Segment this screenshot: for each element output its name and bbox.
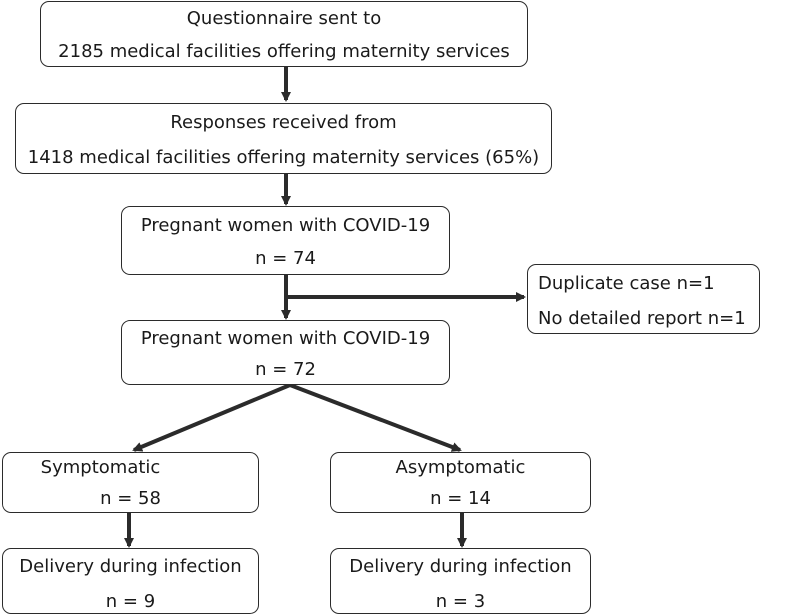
delivery-symptomatic-box: Delivery during infection n = 9 [2, 548, 259, 614]
delivery-symptomatic-count: n = 9 [105, 591, 156, 612]
asymptomatic-box: Asymptomatic n = 14 [330, 452, 591, 513]
pregnant-74-title: Pregnant women with COVID-19 [140, 215, 431, 236]
responses-line1: Responses received from [170, 112, 397, 133]
symptomatic-count: n = 58 [100, 488, 161, 509]
excluded-no-report: No detailed report n=1 [538, 308, 746, 329]
questionnaire-box: Questionnaire sent to 2185 medical facil… [40, 1, 528, 67]
delivery-asymptomatic-label: Delivery during infection [349, 556, 572, 577]
symptomatic-box: Symptomatic n = 58 [2, 452, 259, 513]
pregnant-72-box: Pregnant women with COVID-19 n = 72 [121, 320, 450, 385]
delivery-symptomatic-label: Delivery during infection [19, 556, 242, 577]
delivery-asymptomatic-box: Delivery during infection n = 3 [330, 548, 591, 614]
pregnant-72-title: Pregnant women with COVID-19 [140, 328, 431, 349]
delivery-asymptomatic-count: n = 3 [435, 591, 486, 612]
questionnaire-line1: Questionnaire sent to [186, 8, 382, 29]
responses-line2: 1418 medical facilities offering materni… [27, 147, 540, 168]
excluded-box: Duplicate case n=1 No detailed report n=… [527, 264, 760, 334]
questionnaire-line2: 2185 medical facilities offering materni… [58, 41, 510, 62]
pregnant-74-box: Pregnant women with COVID-19 n = 74 [121, 206, 450, 275]
asymptomatic-count: n = 14 [430, 488, 491, 509]
pregnant-72-count: n = 72 [255, 359, 316, 380]
symptomatic-label: Symptomatic [40, 457, 161, 478]
arrow-to-symptomatic [132, 383, 291, 452]
arrow-to-asymptomatic [289, 383, 462, 452]
responses-box: Responses received from 1418 medical fac… [15, 103, 552, 174]
pregnant-74-count: n = 74 [255, 248, 316, 269]
excluded-duplicate: Duplicate case n=1 [538, 273, 715, 294]
asymptomatic-label: Asymptomatic [395, 457, 526, 478]
